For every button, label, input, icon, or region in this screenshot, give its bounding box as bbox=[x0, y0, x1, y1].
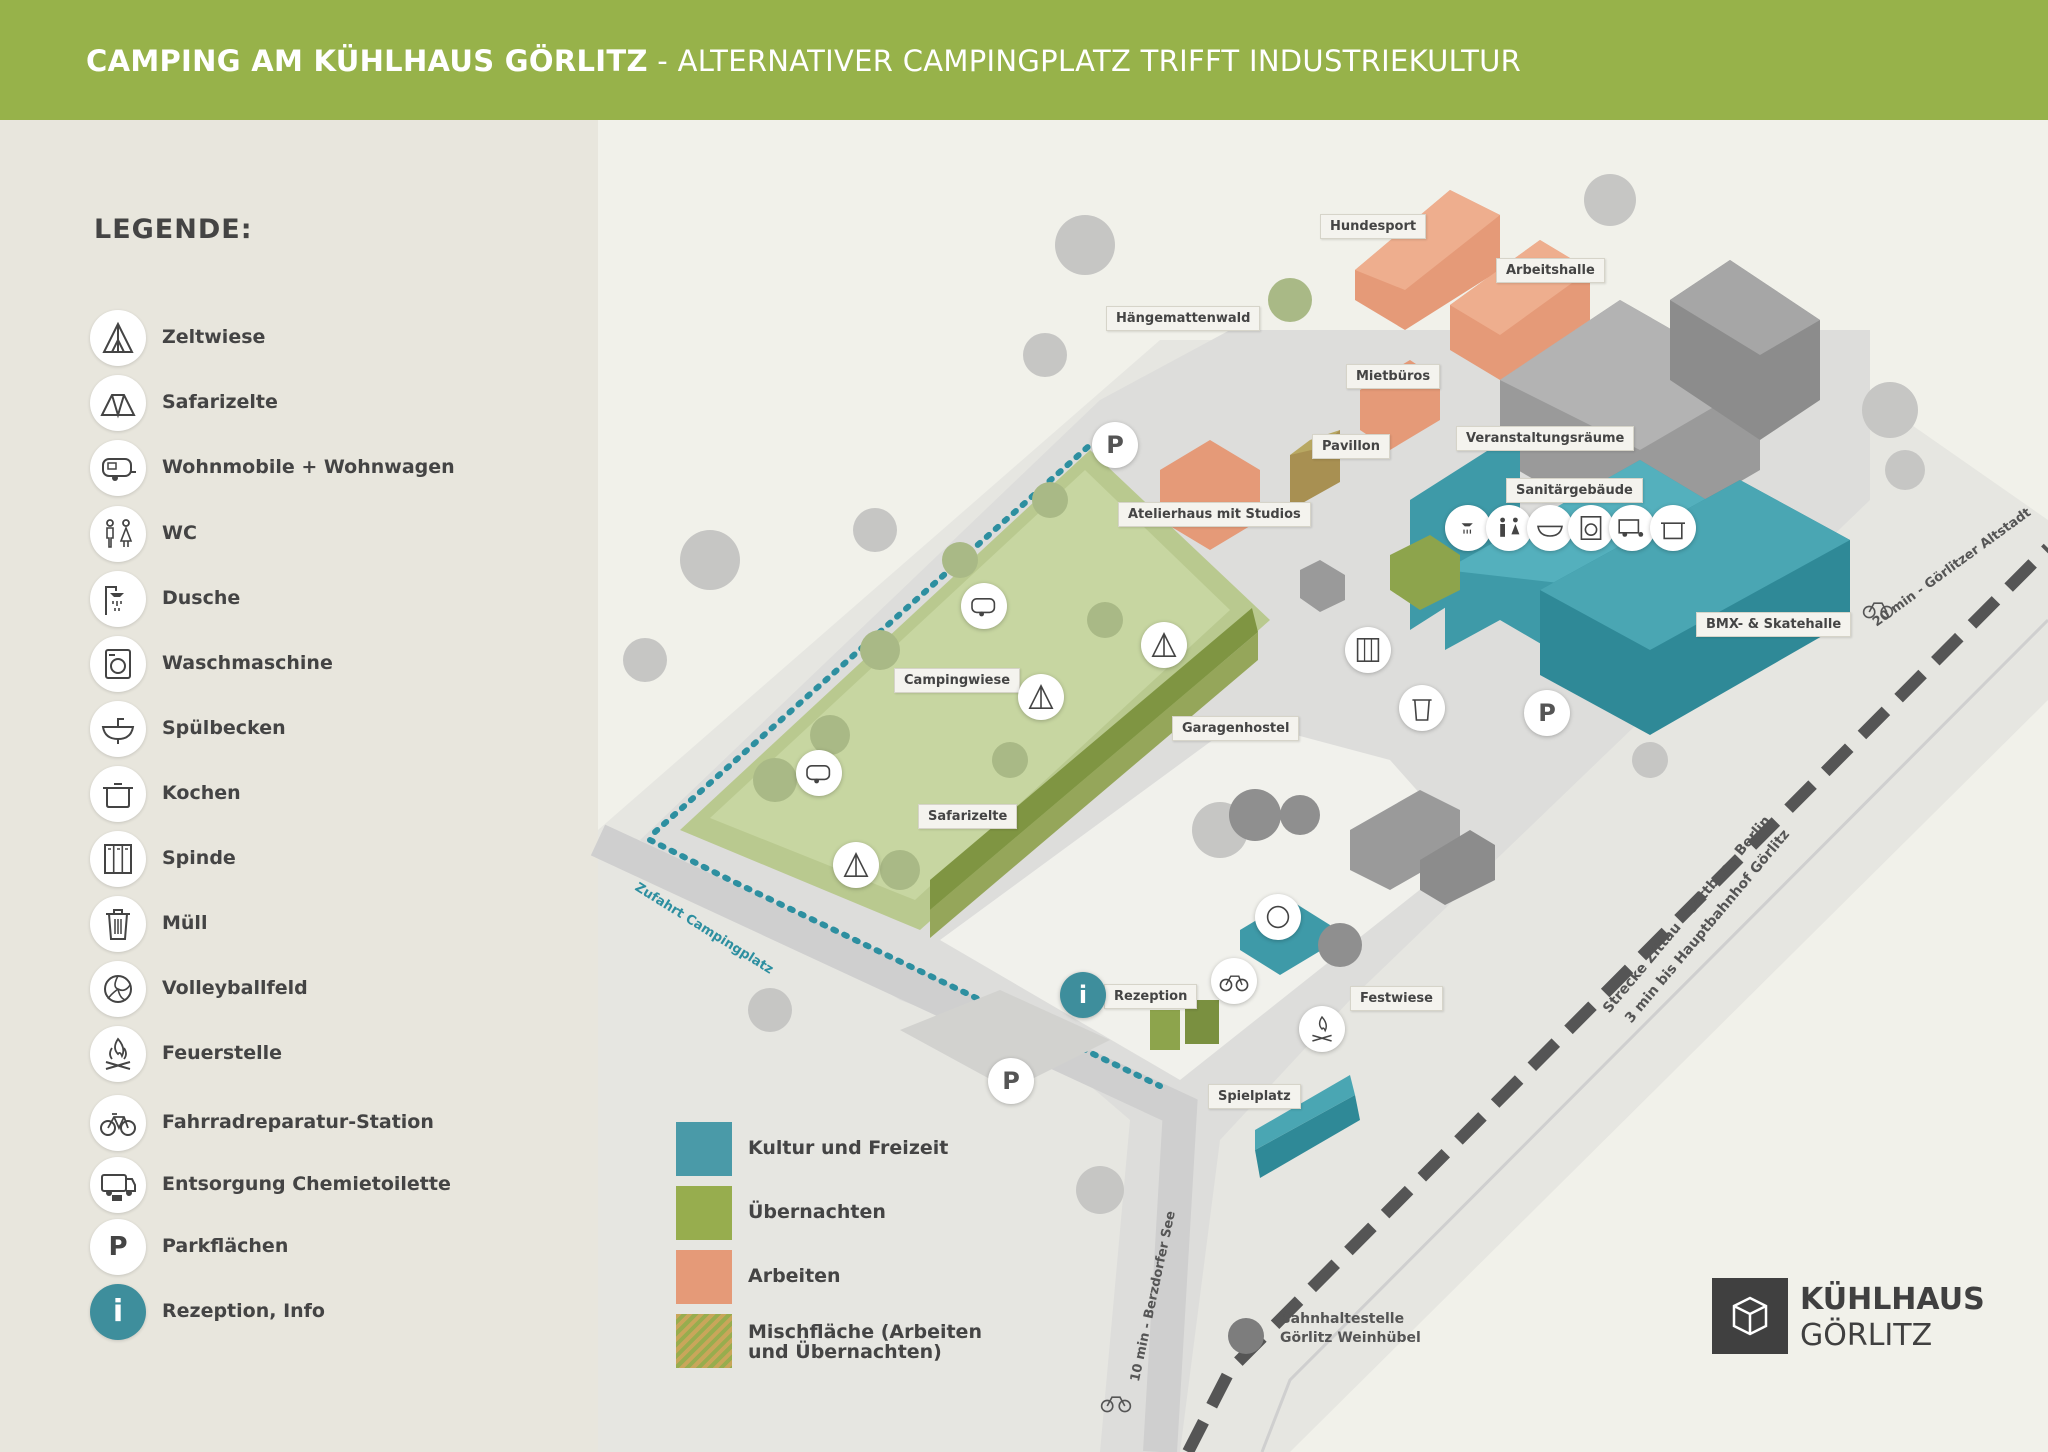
cooking-pot-icon bbox=[1650, 505, 1696, 551]
chemical-toilet-icon bbox=[1609, 505, 1655, 551]
tent-icon bbox=[90, 310, 146, 366]
label-haengemattenwald: Hängemattenwald bbox=[1106, 306, 1261, 331]
parking-marker: P bbox=[1092, 422, 1138, 468]
parking-icon: P bbox=[90, 1219, 146, 1275]
trash-icon bbox=[1399, 685, 1445, 731]
sink-icon bbox=[1527, 505, 1573, 551]
caravan-icon bbox=[796, 750, 842, 796]
label-campingwiese: Campingwiese bbox=[894, 668, 1021, 693]
campfire-icon bbox=[1299, 1006, 1345, 1052]
bicycle-icon bbox=[1100, 1390, 1132, 1414]
label-sanitaergebaeude: Sanitärgebäude bbox=[1506, 478, 1643, 503]
caravan-icon bbox=[961, 583, 1007, 629]
safari-tent-icon bbox=[90, 375, 146, 431]
kuehlhaus-logo: KÜHLHAUS GÖRLITZ bbox=[1712, 1278, 1985, 1358]
bicycle-icon bbox=[90, 1095, 146, 1151]
label-rezeption: Rezeption bbox=[1104, 984, 1198, 1009]
parking-marker: P bbox=[988, 1058, 1034, 1104]
shower-icon bbox=[1445, 505, 1491, 551]
label-safarizelte: Safarizelte bbox=[918, 804, 1018, 829]
label-atelierhaus: Atelierhaus mit Studios bbox=[1118, 502, 1311, 527]
label-arbeitshalle: Arbeitshalle bbox=[1496, 258, 1605, 283]
tent-icon bbox=[1141, 622, 1187, 668]
label-mietbueros: Mietbüros bbox=[1346, 364, 1441, 389]
legend-panel: LEGENDE: Zeltwiese Safarizelte Wohnmobil… bbox=[0, 120, 598, 1452]
washing-machine-icon bbox=[90, 636, 146, 692]
locker-icon bbox=[1345, 627, 1391, 673]
volleyball-icon bbox=[1255, 894, 1301, 940]
category-swatch bbox=[676, 1314, 732, 1368]
station-label: Bahnhaltestelle Görlitz Weinhübel bbox=[1280, 1311, 1421, 1346]
washing-machine-icon bbox=[1568, 505, 1614, 551]
info-icon: i bbox=[90, 1284, 146, 1340]
page-title: CAMPING AM KÜHLHAUS GÖRLITZ - ALTERNATIV… bbox=[86, 44, 1522, 78]
legend-heading: LEGENDE: bbox=[94, 214, 253, 245]
label-spielplatz: Spielplatz bbox=[1208, 1084, 1301, 1109]
label-festwiese: Festwiese bbox=[1350, 986, 1443, 1011]
wc-icon bbox=[90, 506, 146, 562]
wc-icon bbox=[1486, 505, 1532, 551]
bicycle-icon bbox=[1862, 596, 1894, 620]
trash-icon bbox=[90, 896, 146, 952]
tent-icon bbox=[833, 842, 879, 888]
label-hundesport: Hundesport bbox=[1320, 214, 1427, 239]
sink-icon bbox=[90, 701, 146, 757]
locker-icon bbox=[90, 831, 146, 887]
label-pavillon: Pavillon bbox=[1312, 434, 1390, 459]
caravan-icon bbox=[90, 440, 146, 496]
tent-icon bbox=[1018, 674, 1064, 720]
station-marker bbox=[1228, 1318, 1264, 1354]
bicycle-icon bbox=[1211, 958, 1257, 1004]
label-bmx-skatehalle: BMX- & Skatehalle bbox=[1696, 612, 1852, 637]
shower-icon bbox=[90, 571, 146, 627]
chemical-toilet-icon bbox=[90, 1157, 146, 1213]
parking-marker: P bbox=[1524, 690, 1570, 736]
info-marker: i bbox=[1060, 972, 1106, 1018]
cooking-pot-icon bbox=[90, 766, 146, 822]
category-swatch bbox=[676, 1186, 732, 1240]
campfire-icon bbox=[90, 1026, 146, 1082]
label-veranstaltungsraeume: Veranstaltungsräume bbox=[1456, 426, 1635, 451]
category-swatch bbox=[676, 1122, 732, 1176]
volleyball-icon bbox=[90, 961, 146, 1017]
label-garagenhostel: Garagenhostel bbox=[1172, 716, 1300, 741]
category-swatch bbox=[676, 1250, 732, 1304]
header-bar: CAMPING AM KÜHLHAUS GÖRLITZ - ALTERNATIV… bbox=[0, 0, 2048, 120]
logo-mark bbox=[1712, 1278, 1788, 1354]
